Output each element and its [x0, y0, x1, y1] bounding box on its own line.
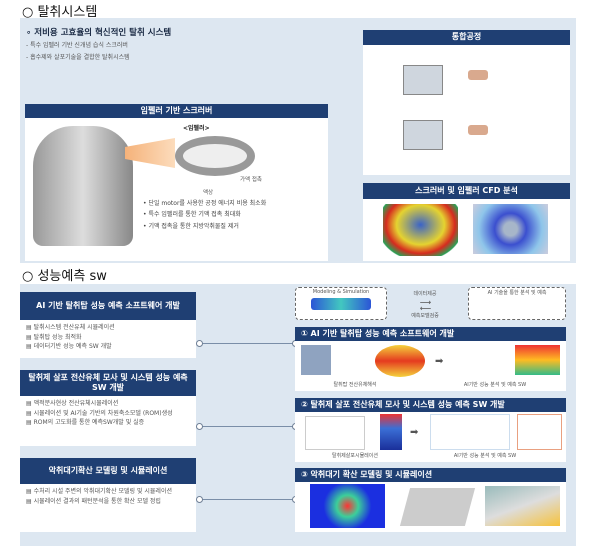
deodorization-panel: ∘ 저비용 고효율의 혁신적인 탈취 시스템 - 특수 임펠러 기반 신개념 습… [20, 18, 576, 263]
impeller-image [175, 136, 255, 176]
ai-workflow-image [430, 414, 510, 450]
dispersion-map-image [310, 484, 385, 528]
impeller-box-title: 임펠러 기반 스크러버 [25, 104, 328, 118]
process-vessel-2 [403, 120, 443, 150]
connector-line [200, 426, 295, 427]
arrow-icon: ➡ [435, 356, 444, 367]
caption: 탈취제살포시뮬레이션 [331, 453, 378, 459]
cfd-box [363, 199, 570, 261]
connector-line [200, 499, 295, 500]
liquid-label: 액상 [203, 190, 214, 196]
impeller-bullet: • 단일 motor를 사용한 공정 에너지 비용 최소화 [143, 200, 267, 207]
caption: AI기반 성능 분석 및 예측 SW [453, 453, 517, 459]
city-simulation-image [485, 486, 560, 526]
list-item: ▤ 수처리 시설 주변의 악취대기확산 모델링 및 시뮬레이션 [26, 488, 172, 495]
right-row-3-images [295, 482, 566, 532]
headline: ∘ 저비용 고효율의 혁신적인 탈취 시스템 [26, 28, 172, 38]
cfd-box-title: 스크러버 및 임펠러 CFD 분석 [363, 183, 570, 199]
left-box-2-title: 탈취제 살포 전산유체 모사 및 시스템 성능 예측 SW 개발 [20, 370, 196, 396]
ai-box: AI 기술을 통한 분석 및 예측 [468, 287, 566, 320]
list-item: ▤ 시뮬레이션 결과의 패턴분석을 통한 확산 모델 정립 [26, 497, 161, 505]
spray-domain-image [305, 416, 365, 450]
list-item: ▤ 시뮬레이션 및 AI기술 기반의 차원축소모델 (ROM)생성 [26, 409, 173, 417]
caption: AI기반 성능 분석 및 예측 SW [463, 382, 527, 388]
arrow-top-label: 데이터제공 [413, 291, 437, 297]
connector-dot [196, 496, 203, 503]
list-item: ▤ 데이터기반 성능 예측 SW 개발 [26, 343, 112, 351]
section-title-prediction-sw: ○ 성능예측 sw [22, 269, 107, 284]
spray-image [380, 414, 402, 450]
process-diagram [363, 45, 570, 175]
left-box-3: ▤ 수처리 시설 주변의 악취대기확산 모델링 및 시뮬레이션 ▤ 시뮬레이션 … [20, 484, 196, 532]
right-row-2-images: ➡ 탈취제살포시뮬레이션 AI기반 성능 분석 및 예측 SW [295, 412, 566, 462]
cfd-impeller-image [473, 204, 548, 254]
prediction-panel: AI 기반 탈취탑 성능 예측 소프트웨어 개발 ▤ 탈취시스템 전산유체 시뮬… [20, 284, 576, 546]
process-pump [468, 70, 488, 80]
cfd-scrubber-image [383, 204, 458, 256]
list-item: ▤ 액적분사현상 전산유체시뮬레이션 [26, 400, 119, 407]
terrain-image [399, 488, 476, 526]
right-row-3-title: ③ 악취대기 확산 모델링 및 시뮬레이션 [295, 468, 566, 482]
connector-dot [196, 340, 203, 347]
section-title-deodorization: ○ 탈취시스템 [22, 5, 98, 20]
modeling-image [311, 298, 371, 310]
arrow-icon: ➡ [410, 427, 419, 438]
left-box-1: ▤ 탈취시스템 전산유체 시뮬레이션 ▤ 탈취탑 성능 최적화 ▤ 데이터기반 … [20, 320, 196, 358]
connector-dot [196, 423, 203, 430]
list-item: ▤ ROM의 고도화를 통한 예측SW개발 및 실증 [26, 419, 145, 427]
contour-image [375, 345, 425, 377]
modeling-box: Modeling & Simulation [295, 287, 387, 320]
left-box-1-title: AI 기반 탈취탑 성능 예측 소프트웨어 개발 [20, 292, 196, 320]
sub-2: - 흡수제와 살포기술을 결합한 탈취시스템 [26, 54, 130, 61]
right-row-1-title: ① AI 기반 탈취탑 성능 예측 소프트웨어 개발 [295, 327, 566, 341]
process-vessel-1 [403, 65, 443, 95]
modeling-label: Modeling & Simulation [312, 289, 370, 295]
process-pump [468, 125, 488, 135]
impeller-label: <임펠러> [183, 125, 210, 132]
list-item: ▤ 탈취시스템 전산유체 시뮬레이션 [26, 324, 115, 331]
left-box-3-title: 악취대기확산 모델링 및 시뮬레이션 [20, 458, 196, 484]
scrubber-image [33, 126, 133, 246]
caption: 탈취탑 전산유체해석 [333, 382, 377, 388]
list-item: ▤ 탈취탑 성능 최적화 [26, 333, 82, 341]
gas-label: 가액 접촉 [240, 177, 262, 183]
ai-label: AI 기술을 통한 분석 및 예측 [487, 290, 547, 296]
sub-1: - 특수 임펠러 기반 신개념 습식 스크러버 [26, 42, 128, 49]
regression-plot-image [517, 414, 562, 450]
right-row-2-title: ② 탈취제 살포 전산유체 모사 및 시스템 성능 예측 SW 개발 [295, 398, 566, 412]
impeller-box: <임펠러> 가액 접촉 액상 • 단일 motor를 사용한 공정 에너지 비용… [25, 118, 328, 261]
process-box-title: 통합공정 [363, 30, 570, 45]
tower-image [301, 345, 331, 375]
impeller-bullet: • 특수 임펠러를 통한 기액 접촉 최대화 [143, 211, 241, 219]
left-box-2: ▤ 액적분사현상 전산유체시뮬레이션 ▤ 시뮬레이션 및 AI기술 기반의 차원… [20, 396, 196, 446]
bidirectional-arrow: ⟶⟵ [419, 298, 432, 313]
surface-plot-image [515, 345, 560, 375]
impeller-bullet: • 기액 접촉을 통한 지방악취물질 제거 [143, 222, 239, 230]
right-row-1-images: ➡ 탈취탑 전산유체해석 AI기반 성능 분석 및 예측 SW [295, 341, 566, 391]
arrow-bottom-label: 예측모델검증 [411, 313, 439, 319]
connector-line [200, 343, 295, 344]
